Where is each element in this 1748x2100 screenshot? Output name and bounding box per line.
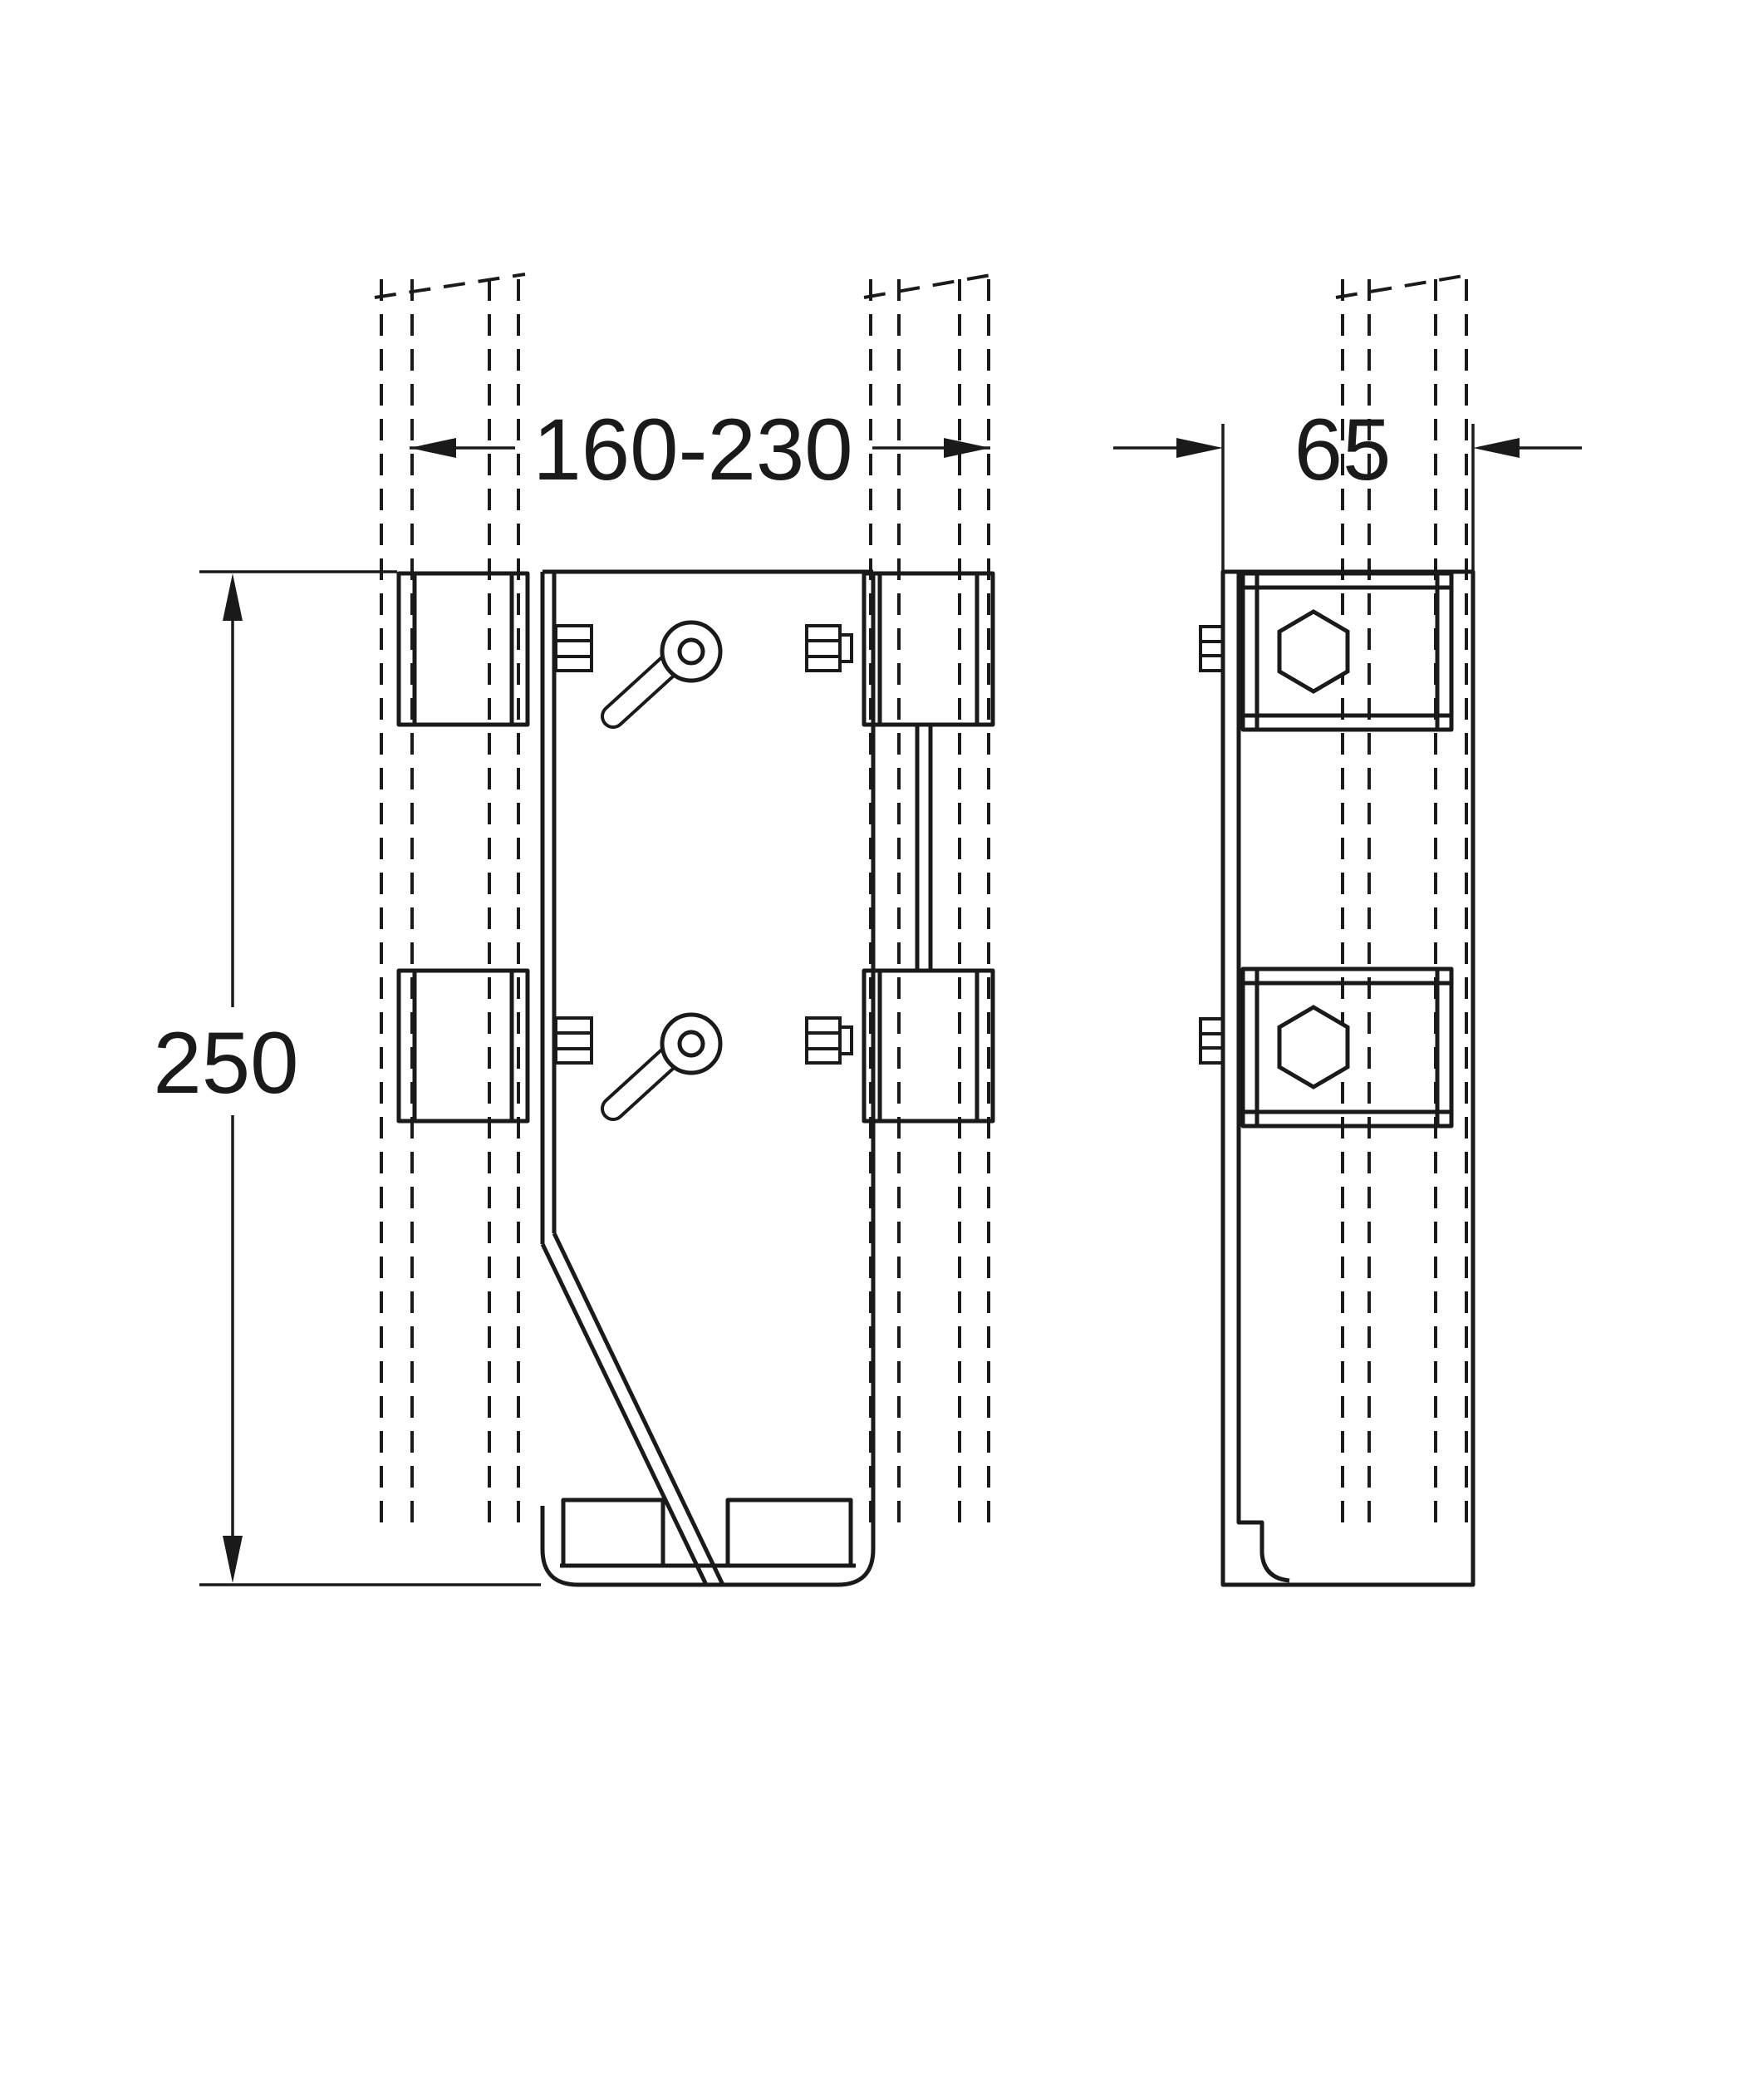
diagonal-cut-outer bbox=[552, 1232, 725, 1586]
side-clamp-top bbox=[1240, 571, 1454, 732]
lever-bottom bbox=[601, 1012, 723, 1121]
side-bolt-top bbox=[1199, 625, 1225, 672]
side-bolt-bottom bbox=[1199, 1017, 1225, 1065]
bottom-hem bbox=[540, 1506, 876, 1587]
clamp-bottom-right bbox=[862, 968, 995, 1124]
lever-top bbox=[601, 620, 723, 729]
bolt-top-right bbox=[805, 624, 853, 672]
plate-thickness-line bbox=[1236, 572, 1290, 1583]
arrowhead-right bbox=[1473, 438, 1520, 458]
bolt-bottom-right bbox=[805, 1016, 853, 1065]
dimension-width: 160-230 bbox=[410, 401, 990, 499]
hex-bolt-head bbox=[1277, 609, 1350, 694]
dimension-height: 250 bbox=[153, 570, 541, 1586]
arrowhead-down bbox=[223, 1536, 243, 1583]
rail-break-mark bbox=[374, 273, 526, 299]
front-view bbox=[374, 273, 996, 1587]
dimension-depth: 65 bbox=[1113, 401, 1582, 570]
clamp-connector-bar bbox=[915, 725, 933, 971]
lever-boss-inner bbox=[677, 1030, 705, 1058]
rail-side-dashed bbox=[1335, 273, 1474, 1529]
side-clamp-bottom bbox=[1240, 966, 1454, 1129]
clamp-top-right bbox=[862, 571, 995, 727]
clamp-bottom-left bbox=[396, 968, 530, 1124]
lever-boss-inner bbox=[677, 637, 705, 666]
diagonal-cut-inner bbox=[540, 1242, 709, 1586]
rail-break-mark bbox=[863, 273, 996, 299]
side-view bbox=[1199, 273, 1475, 1587]
bolt-bottom-left bbox=[554, 1016, 593, 1065]
arrowhead-right bbox=[944, 438, 990, 458]
height-dimension-label: 250 bbox=[153, 1015, 298, 1112]
clamp-top-left bbox=[396, 571, 530, 727]
arrowhead-up bbox=[223, 573, 243, 621]
rail-break-mark bbox=[1335, 273, 1474, 299]
width-dimension-label: 160-230 bbox=[533, 401, 852, 499]
depth-dimension-label: 65 bbox=[1294, 401, 1392, 499]
arrowhead-left bbox=[1176, 438, 1223, 458]
bolt-top-left bbox=[554, 624, 593, 672]
hook-tab-left bbox=[561, 1498, 665, 1566]
rail-left-dashed bbox=[374, 273, 526, 1529]
hex-bolt-head bbox=[1277, 1005, 1350, 1089]
rail-right-dashed bbox=[863, 273, 996, 1529]
arrowhead-left bbox=[410, 438, 456, 458]
hook-tab-right bbox=[725, 1498, 853, 1566]
bracket-plate bbox=[540, 569, 933, 1587]
